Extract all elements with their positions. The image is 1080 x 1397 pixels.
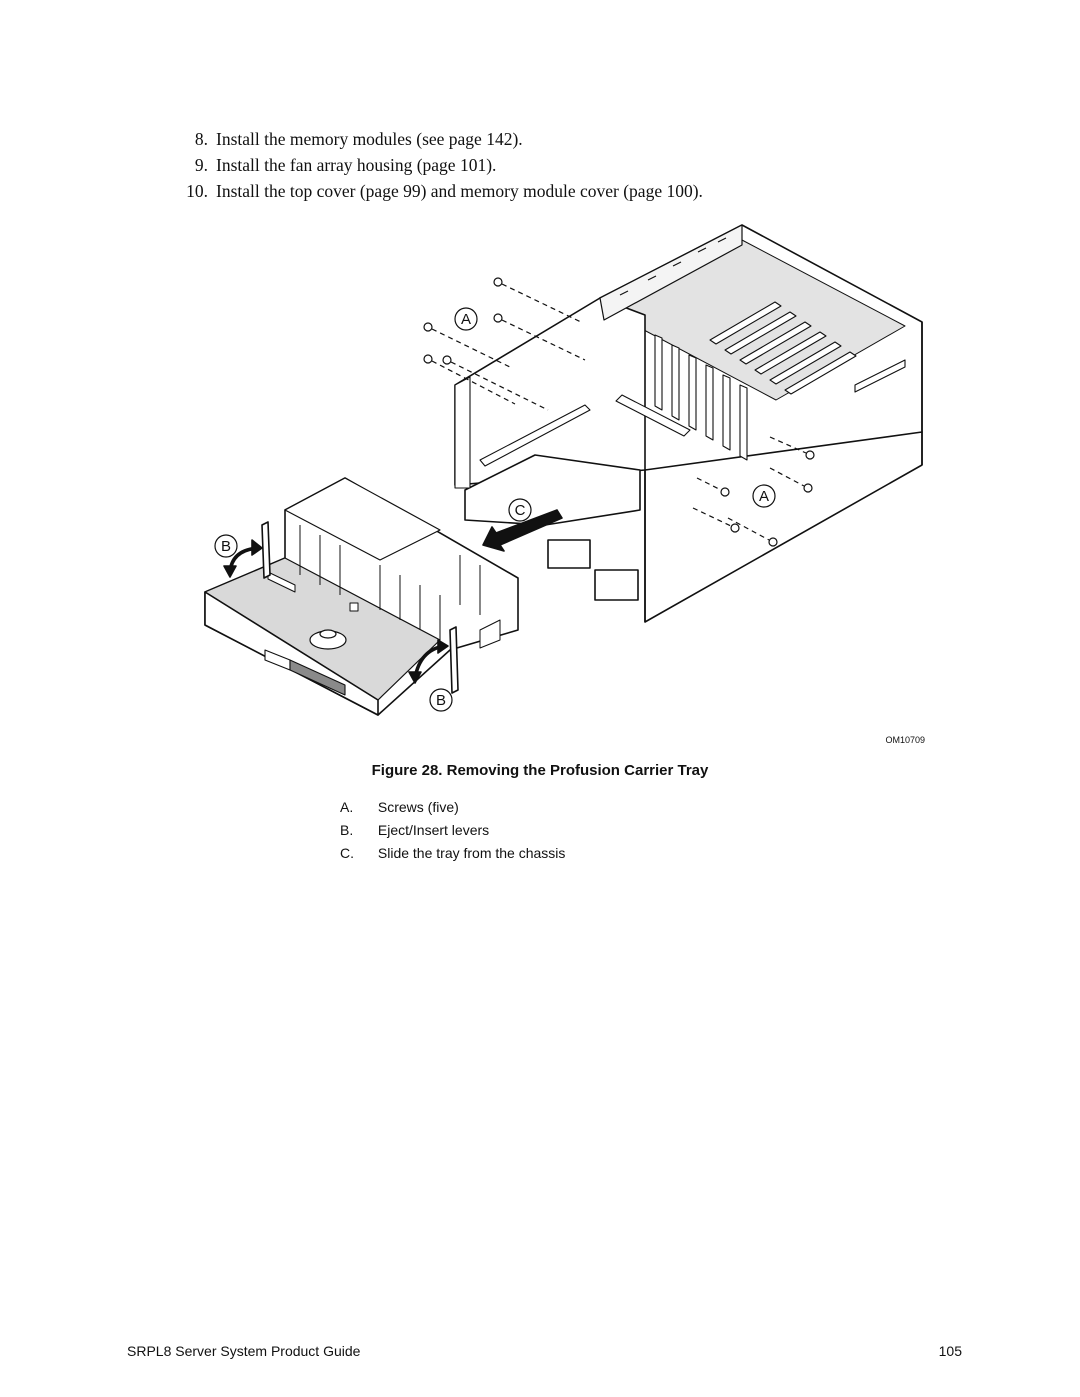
instruction-steps: 8. Install the memory modules (see page … xyxy=(174,126,703,204)
legend-key: C. xyxy=(340,845,354,861)
callout-b-left-label: B xyxy=(221,538,231,555)
step-item: 10. Install the top cover (page 99) and … xyxy=(174,178,703,204)
callout-b-left xyxy=(214,534,238,558)
screw-group-top xyxy=(423,277,586,411)
page-number: 105 xyxy=(938,1343,962,1359)
eject-lever-left xyxy=(223,521,271,579)
legend-item: C. Slide the tray from the chassis xyxy=(340,842,565,865)
step-text: Install the fan array housing (page 101)… xyxy=(216,155,497,175)
legend-text: Slide the tray from the chassis xyxy=(377,845,566,861)
chassis-drawing: A A C B B OM10709 xyxy=(204,224,925,745)
legend-item: A. Screws (five) xyxy=(340,796,565,819)
legend-key: B. xyxy=(340,822,354,838)
step-number: 8. xyxy=(194,129,208,149)
callout-a-top-label: A xyxy=(461,311,471,328)
chassis-illustration: A A C B B OM10709 xyxy=(195,222,940,747)
callout-b-bottom-label: B xyxy=(436,692,446,709)
callout-b-bottom xyxy=(429,688,453,712)
legend-key: A. xyxy=(340,799,354,815)
legend-text: Eject/Insert levers xyxy=(377,822,490,838)
figure-caption: Figure 28. Removing the Profusion Carrie… xyxy=(371,762,709,779)
figure-legend: A. Screws (five) B. Eject/Insert levers … xyxy=(340,796,565,865)
callout-a-top xyxy=(454,307,478,331)
step-number: 9. xyxy=(194,155,208,175)
step-text: Install the top cover (page 99) and memo… xyxy=(216,181,703,201)
screw-group-side xyxy=(692,436,815,547)
carrier-tray xyxy=(204,477,519,716)
eject-lever-right xyxy=(408,626,459,694)
legend-item: B. Eject/Insert levers xyxy=(340,819,565,842)
slide-arrow xyxy=(482,509,563,552)
step-number: 10. xyxy=(186,181,208,201)
step-item: 9. Install the fan array housing (page 1… xyxy=(174,152,703,178)
step-item: 8. Install the memory modules (see page … xyxy=(174,126,703,152)
figure-art-id: OM10709 xyxy=(885,735,925,745)
chassis-body xyxy=(454,224,923,623)
callout-a-side xyxy=(752,484,776,508)
step-text: Install the memory modules (see page 142… xyxy=(216,129,523,149)
page-footer: SRPL8 Server System Product Guide 105 xyxy=(127,1343,962,1359)
callout-a-side-label: A xyxy=(759,488,769,505)
footer-title: SRPL8 Server System Product Guide xyxy=(127,1343,361,1359)
callout-c xyxy=(508,498,532,522)
legend-text: Screws (five) xyxy=(377,799,459,815)
callout-c-label: C xyxy=(515,502,526,519)
